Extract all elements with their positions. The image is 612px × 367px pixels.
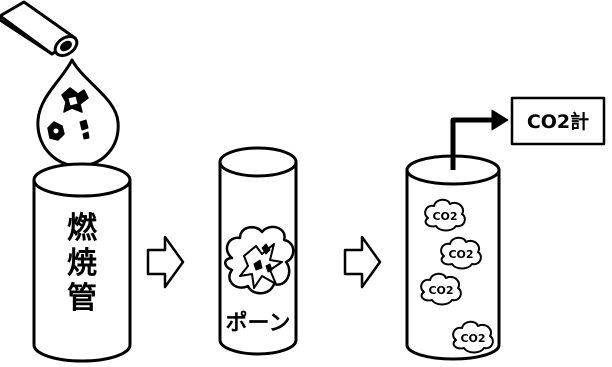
outlet-tube: [450, 117, 492, 170]
tube-label-char-1: 燃: [67, 211, 98, 246]
co2-bubble-label: CO2: [448, 248, 473, 261]
co2-meter-label: CO2計: [527, 110, 589, 133]
sample-pipe: [0, 0, 79, 58]
process-arrow-1: [146, 235, 185, 289]
co2-bubble-3: CO2: [420, 272, 462, 306]
combustion-tube: 燃 焼 管: [32, 162, 132, 363]
co2-bubble-4: CO2: [452, 320, 494, 354]
tube-label-char-2: 焼: [67, 246, 97, 281]
co2-bubble-2: CO2: [440, 236, 482, 270]
explosion-cylinder: ポーン: [218, 146, 298, 356]
co2-bubble-label: CO2: [432, 210, 457, 223]
tube-label-char-3: 管: [67, 281, 97, 316]
sample-droplet: [36, 58, 120, 168]
co2-bubble-1: CO2: [424, 198, 466, 232]
co2-meter: CO2計: [510, 96, 606, 146]
co2-bubble-label: CO2: [460, 332, 485, 345]
outlet-arrowhead: [491, 109, 509, 131]
process-arrow-2: [343, 235, 382, 289]
co2-bubble-label: CO2: [428, 284, 453, 297]
pon-label: ポーン: [226, 310, 291, 336]
